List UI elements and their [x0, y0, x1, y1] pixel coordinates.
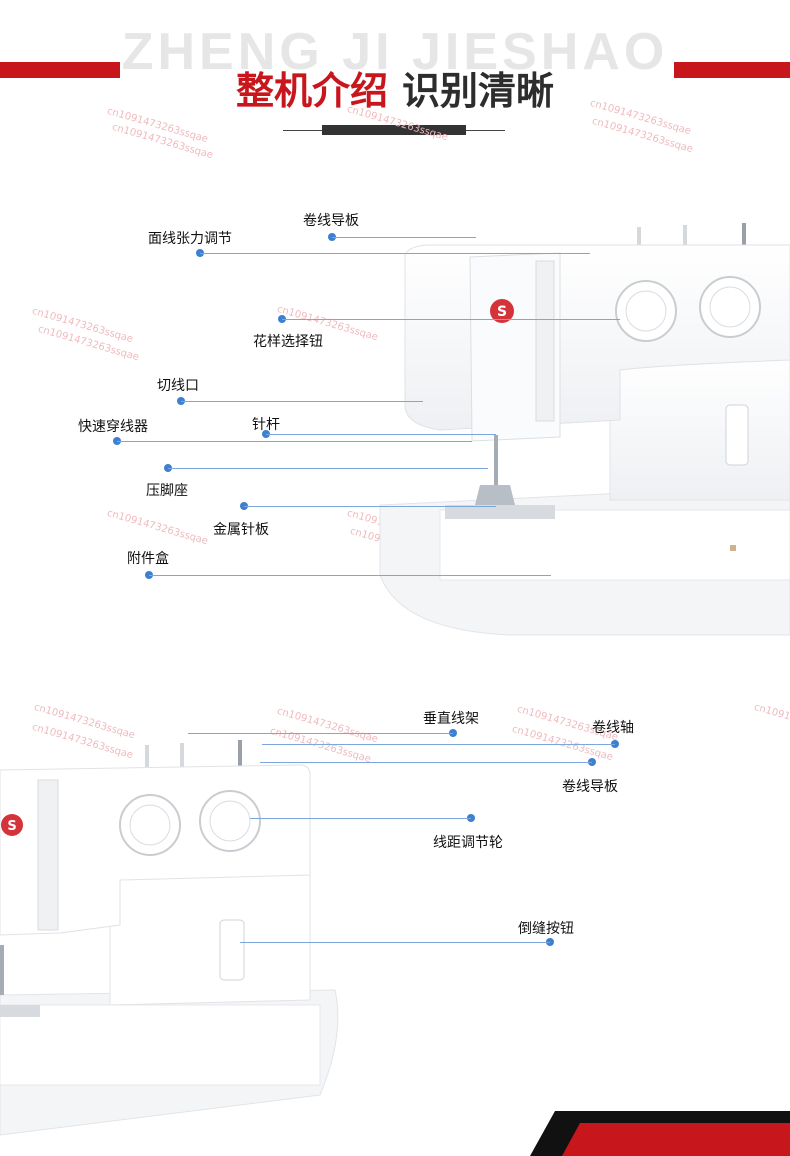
callout-line: [262, 744, 615, 745]
label-needle-bar: 针杆: [252, 417, 280, 433]
watermark: cn1091473263ssqae: [752, 701, 790, 742]
callout-dot: [449, 729, 457, 737]
svg-text:S: S: [7, 819, 16, 834]
label-spool-pin: 垂直线架: [423, 711, 479, 727]
pinyin-background-title: ZHENG JI JIESHAO: [121, 23, 669, 81]
callout-line: [244, 506, 496, 507]
left-red-bar: [0, 62, 120, 78]
callout-line: [266, 434, 496, 435]
right-red-bar: [674, 62, 790, 78]
callout-line: [188, 733, 453, 734]
label-needle-threader: 快速穿线器: [78, 419, 148, 435]
label-accessory-box: 附件盒: [127, 551, 169, 567]
callout-line: [282, 319, 620, 320]
callout-line: [200, 253, 590, 254]
title-red-part: 整机介绍: [235, 69, 388, 113]
callout-dot: [611, 740, 619, 748]
label-bobbin-shaft: 卷线轴: [592, 720, 634, 736]
label-pattern-select: 花样选择钮: [253, 334, 323, 350]
sewing-machine-front-illustration: S: [379, 223, 790, 636]
callout-line: [168, 468, 488, 469]
callout-line: [260, 762, 592, 763]
page-title: 整机介绍识别清晰: [0, 60, 790, 115]
callout-dot: [467, 814, 475, 822]
callout-line: [332, 237, 476, 238]
callout-dot: [546, 938, 554, 946]
label-stitch-length: 线距调节轮: [433, 835, 503, 851]
callout-dot: [588, 758, 596, 766]
callout-line: [149, 575, 551, 576]
title-underline-block: [322, 125, 466, 135]
label-tension-adjust: 面线张力调节: [148, 231, 232, 247]
brand-logo: S: [497, 304, 507, 320]
callout-line: [250, 818, 471, 819]
label-bobbin-guide-2: 卷线导板: [562, 779, 618, 795]
label-presser-foot: 压脚座: [146, 483, 188, 499]
callout-line: [240, 942, 550, 943]
label-thread-cutter: 切线口: [157, 378, 199, 394]
callout-line: [117, 441, 472, 442]
callout-line: [181, 401, 423, 402]
sewing-machine-side-illustration: S: [0, 740, 339, 1136]
label-metal-plate: 金属针板: [213, 522, 269, 538]
label-reverse-button: 倒缝按钮: [518, 921, 574, 937]
decorative-corner: [530, 1111, 790, 1156]
label-bobbin-guide: 卷线导板: [303, 213, 359, 229]
title-dark-part: 识别清晰: [402, 69, 555, 113]
watermark: cn1091473263ssqae: [105, 507, 210, 548]
